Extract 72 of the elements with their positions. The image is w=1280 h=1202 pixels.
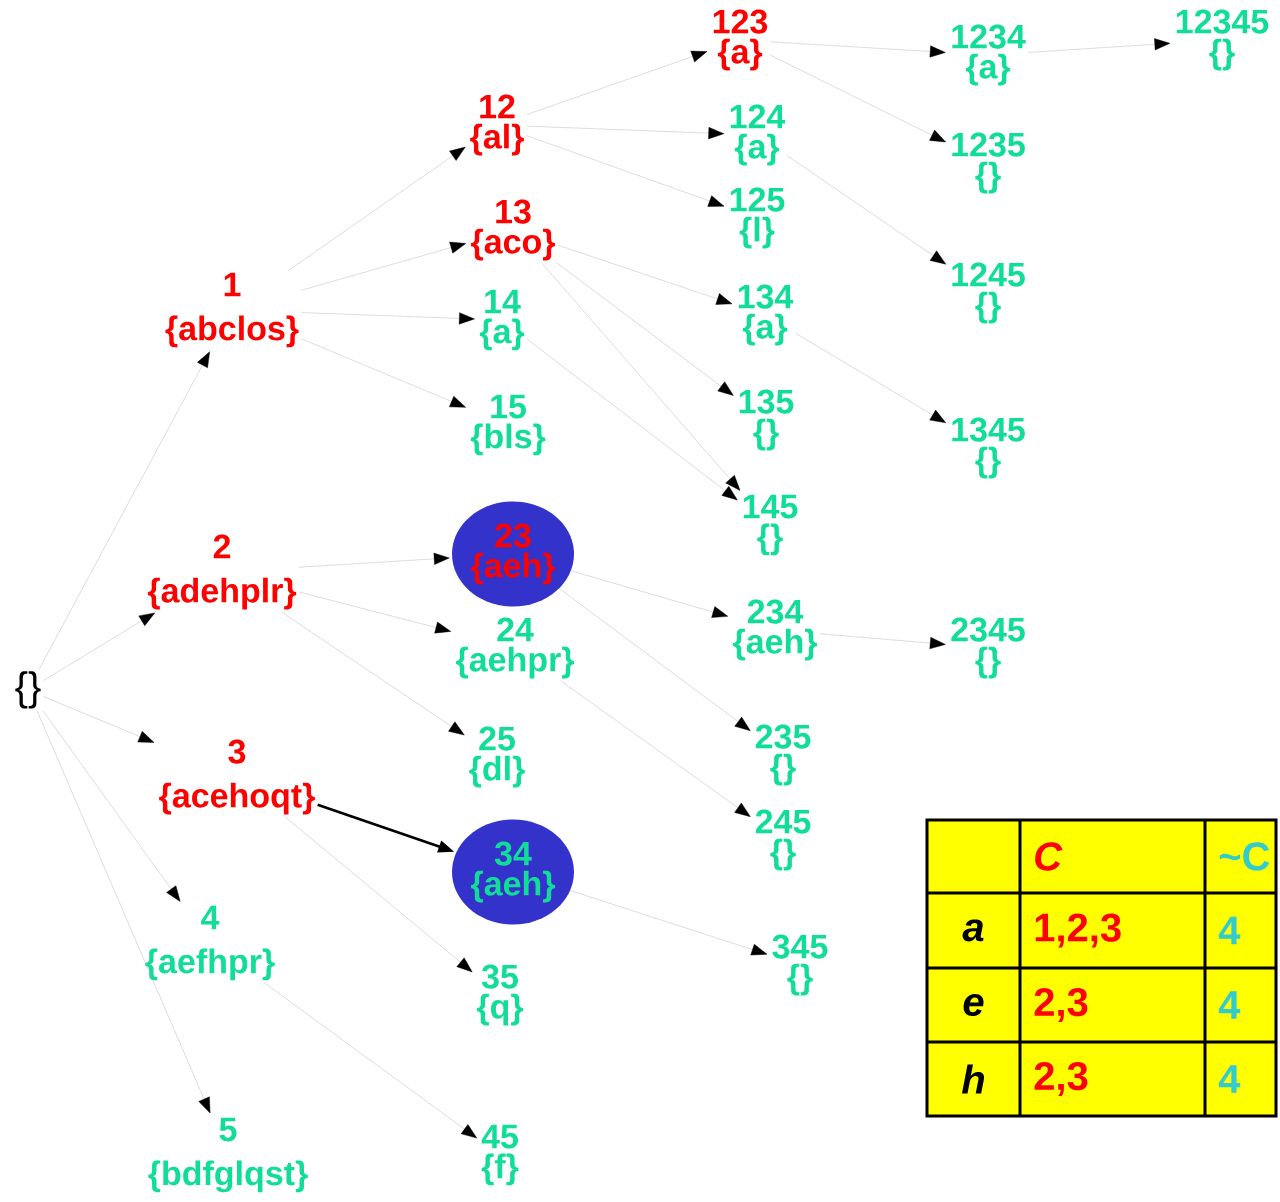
set-label: 25 {dl} <box>469 726 525 788</box>
arrow <box>1027 38 1171 53</box>
arrow <box>288 146 466 271</box>
arrow <box>787 155 947 265</box>
set-label: 13 {aco} <box>471 199 555 261</box>
set-label: 14 {a} <box>479 289 525 351</box>
arrow <box>819 633 946 650</box>
arrow <box>526 338 738 501</box>
table-cell-text: h <box>962 1064 985 1094</box>
arrow <box>39 351 210 670</box>
set-label: 2 {adehplr} <box>147 534 297 610</box>
arrow <box>559 588 751 731</box>
arrow <box>556 262 734 396</box>
set-label: 1345 {} <box>952 417 1025 479</box>
set-label: 2345 {} <box>951 617 1025 679</box>
arrow <box>301 312 475 325</box>
arrow <box>526 135 725 207</box>
set-label: 125 {l} <box>730 187 785 249</box>
arrow <box>43 612 155 681</box>
arrow <box>42 710 181 902</box>
arrow <box>557 244 733 305</box>
arrow <box>284 816 473 973</box>
arrow <box>298 552 450 568</box>
set-label: 45 {f} <box>481 1124 519 1186</box>
set-label: 1245 {} <box>952 262 1025 324</box>
arrow <box>570 890 768 956</box>
arrow <box>770 54 946 143</box>
arrow <box>526 125 725 140</box>
arrow <box>43 696 155 743</box>
table-cell-text: e <box>963 994 984 1016</box>
table-cell-text: 2,3 <box>1034 1061 1088 1097</box>
set-label: 4 {aefhpr} <box>145 905 275 981</box>
arrow <box>298 591 451 634</box>
arrow <box>526 50 708 115</box>
set-label: 35 {q} <box>476 964 524 1026</box>
table-cell-text: ~C <box>1219 842 1270 871</box>
set-label: 123 {a} <box>713 9 768 71</box>
set-label: 234 {aeh} <box>733 599 817 661</box>
set-label: 24 {aehpr} <box>456 617 574 679</box>
set-label: 5 {bdfglqst} <box>148 1117 308 1193</box>
set-label: 134 {a} <box>738 284 794 346</box>
arrow <box>770 41 946 58</box>
table-cell-text: a <box>962 919 984 942</box>
arrow <box>301 338 466 408</box>
set-label: 15 {bls} <box>470 394 546 456</box>
table-cell-text: 4 <box>1218 916 1241 945</box>
table-cell-text: 1,2,3 <box>1035 913 1121 948</box>
table-cell-text: 4 <box>1218 991 1241 1019</box>
arrow <box>263 982 478 1139</box>
set-label: 135 {} <box>739 389 794 451</box>
set-label: 12 {al} <box>470 94 524 156</box>
set-label: 345 {} <box>772 934 828 996</box>
arrow <box>301 241 466 291</box>
arrow <box>795 333 946 424</box>
set-label: 124 {a} <box>730 104 786 166</box>
set-label: 245 {} <box>755 809 811 871</box>
table-cell-text: 4 <box>1218 1065 1241 1093</box>
set-label: 145 {} <box>743 494 798 556</box>
arrow <box>560 680 751 817</box>
set-label: {} <box>15 671 41 709</box>
set-label: 235 {} <box>755 724 811 786</box>
set-label: 3 {acehoqt} <box>159 739 315 815</box>
arrow <box>541 262 741 491</box>
set-label: 1235 {} <box>952 132 1025 194</box>
set-label: 1234 {a} <box>952 24 1026 86</box>
arrow <box>570 570 728 618</box>
set-label: 12345 {} <box>1176 9 1269 71</box>
arrow <box>280 611 465 736</box>
table-cell-text: 2,3 <box>1034 987 1088 1023</box>
arrow <box>36 710 211 1114</box>
set-label: 1 {abclos} <box>165 272 299 348</box>
table-cell-text: C <box>1035 842 1063 871</box>
